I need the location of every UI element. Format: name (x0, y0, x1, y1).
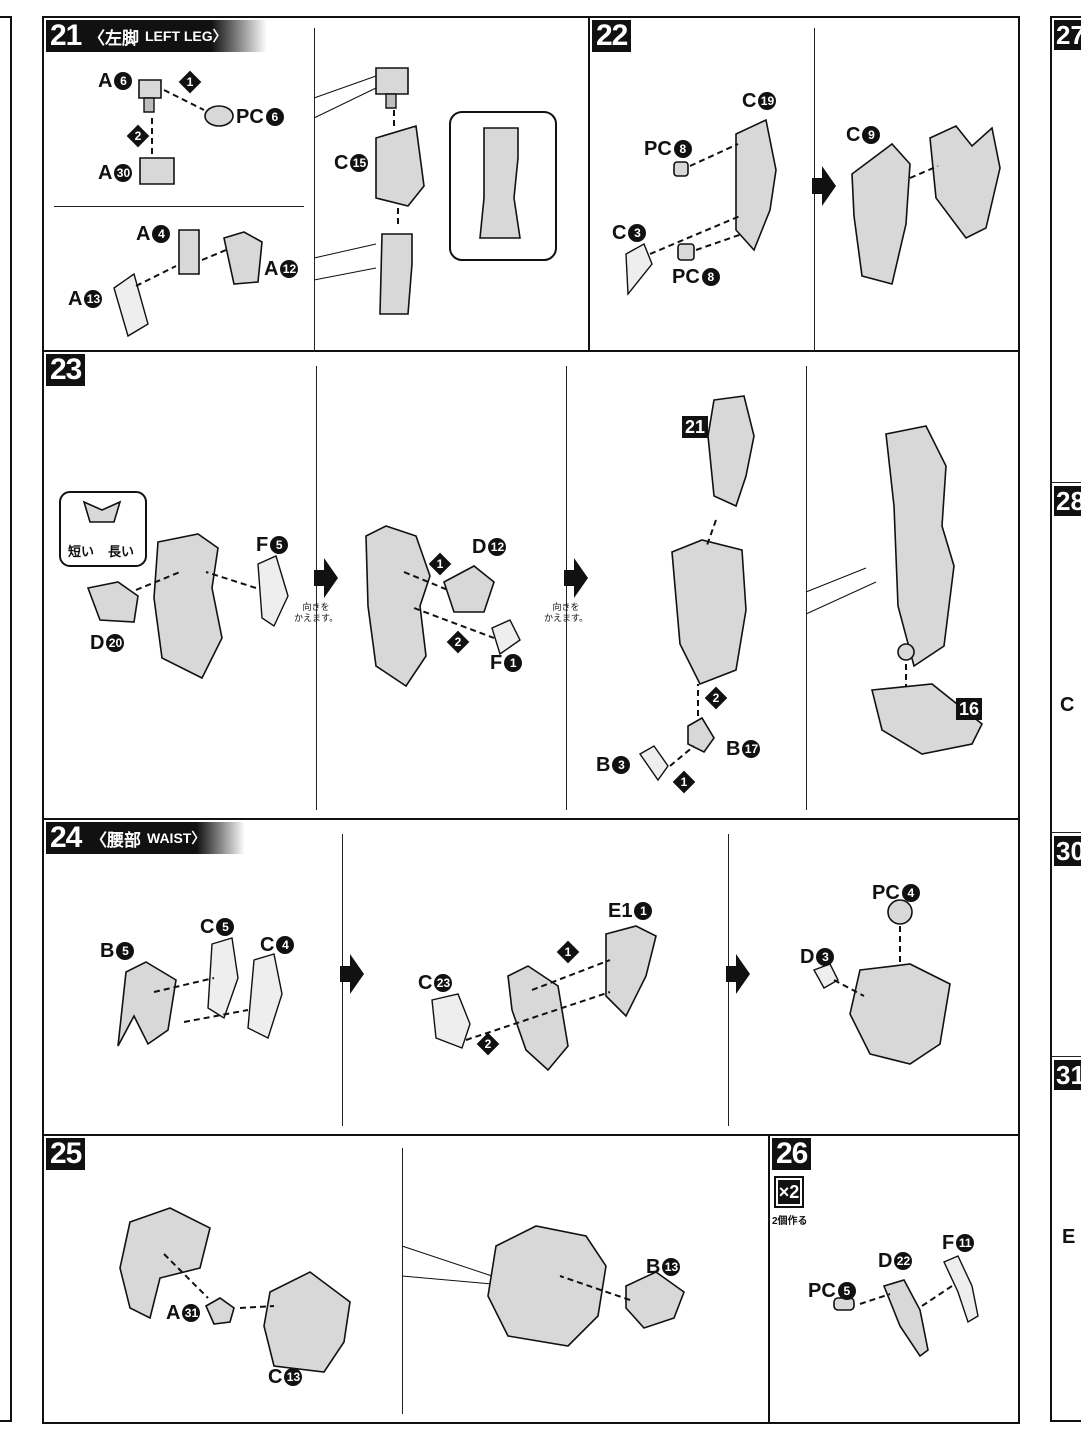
banner-en: LEFT LEG〉 (145, 28, 227, 44)
step-23-illustration (59, 395, 984, 782)
banner-jp: 〈腰部 (90, 830, 141, 850)
section-banner-left-leg: 〈左脚 LEFT LEG〉 (82, 20, 267, 52)
step-21-illustration (113, 67, 557, 338)
right-edge-step-30: 30 (1054, 836, 1081, 866)
banner-en: WAIST〉 (147, 830, 206, 846)
subassembly-ref-16: 16 (956, 698, 983, 720)
step-2-marker: 2 (126, 124, 150, 148)
step-22-illustration (625, 118, 1001, 296)
turn-around-note: 向きを かえます。 (544, 602, 589, 623)
step-1-marker: 1 (428, 552, 452, 576)
step-1-marker: 1 (672, 770, 696, 794)
divider (54, 206, 304, 207)
section-banner-waist: 〈腰部 WAIST〉 (84, 822, 246, 854)
right-edge-step-28: 28 (1054, 486, 1081, 516)
right-edge-step-31: 31 (1054, 1060, 1081, 1090)
step-24-illustration (117, 899, 951, 1072)
divider (314, 28, 315, 350)
right-edge-label-e: E (1062, 1226, 1076, 1248)
divider (806, 366, 807, 810)
step-number: 26 (772, 1138, 812, 1170)
step-number: 21 (46, 20, 86, 52)
step-number: 23 (46, 354, 86, 386)
make-two-note: 2個作る (772, 1216, 808, 1227)
step-number: 24 (46, 822, 86, 854)
make-two-badge: ×2 (774, 1176, 804, 1208)
step-2-marker: 2 (446, 630, 470, 654)
turn-around-note: 向きを かえます。 (294, 602, 339, 623)
right-edge-label-c: C (1060, 694, 1075, 716)
step-number: 22 (592, 20, 632, 52)
length-long-label: 長い (108, 544, 135, 559)
right-edge-divider (1050, 832, 1081, 833)
step-1-marker: 1 (178, 70, 202, 94)
right-edge-divider (1050, 482, 1081, 483)
subassembly-ref-21: 21 (682, 416, 709, 438)
step-2-marker: 2 (704, 686, 728, 710)
divider (402, 1148, 403, 1414)
divider (316, 366, 317, 810)
left-edge-frame (0, 16, 12, 1422)
step-25-illustration (119, 1207, 685, 1373)
step-2-marker: 2 (476, 1032, 500, 1056)
right-edge-step-27: 27 (1054, 20, 1081, 50)
step-number: 25 (46, 1138, 86, 1170)
step-1-marker: 1 (556, 940, 580, 964)
banner-jp: 〈左脚 (88, 28, 139, 48)
length-short-label: 短い (68, 544, 95, 559)
divider (566, 366, 567, 810)
right-edge-frame (1050, 16, 1081, 1422)
right-edge-divider (1050, 1056, 1081, 1057)
step-26-illustration (833, 1255, 979, 1358)
